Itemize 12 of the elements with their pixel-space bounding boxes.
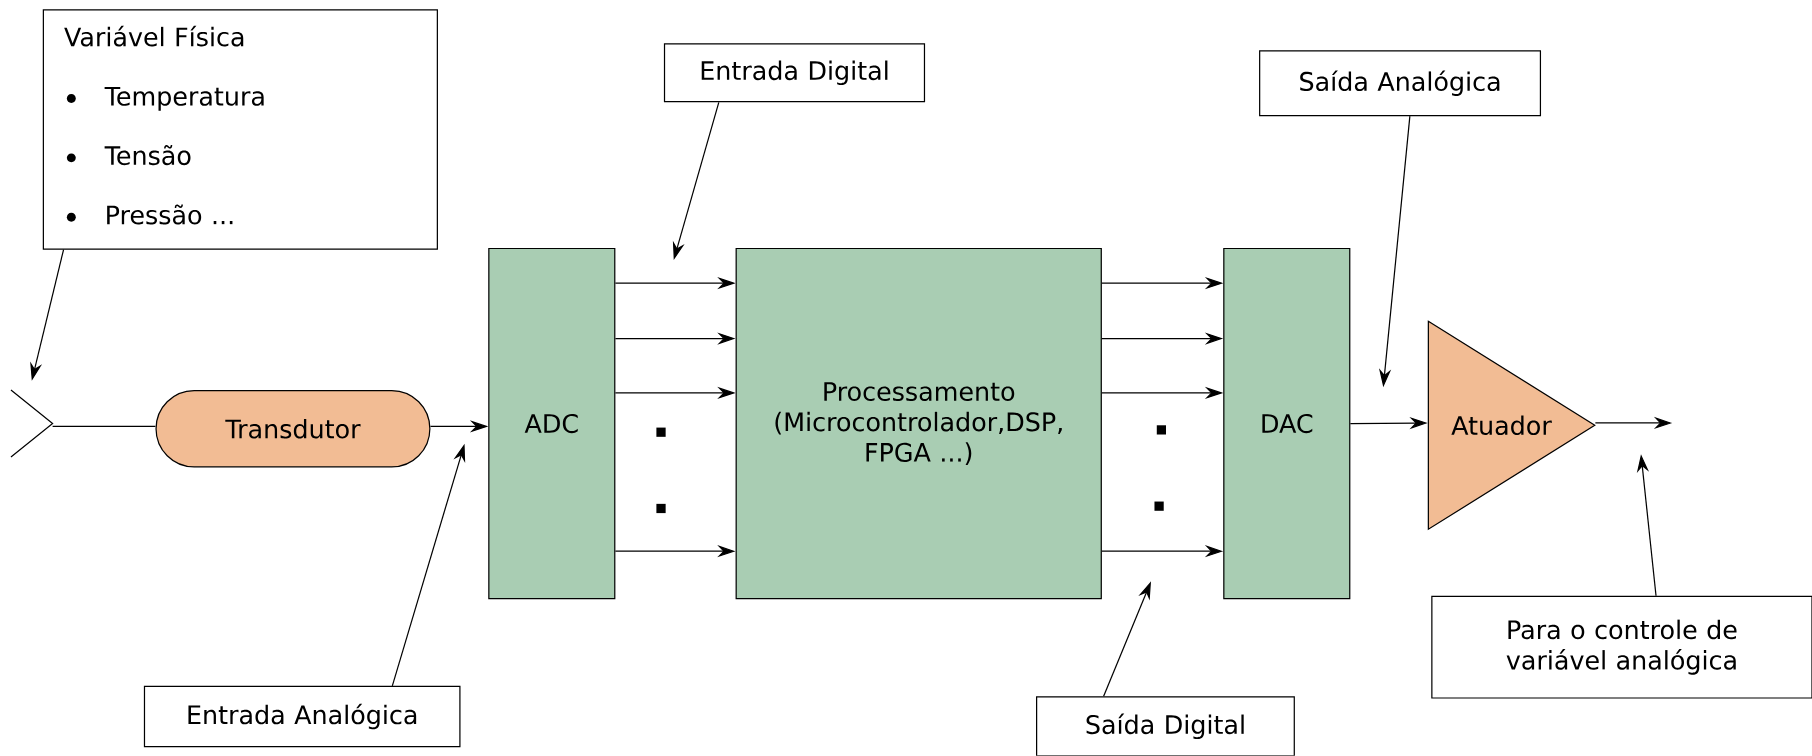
sensor-symbol (10, 389, 54, 458)
process-pill: Transdutor (155, 390, 431, 468)
label-box: Saída Analógica (1259, 50, 1542, 117)
connector-line (52, 425, 157, 428)
converter-block: DAC (1223, 248, 1351, 600)
list-box: Variável Física Temperatura Tensão Pressão ... (42, 9, 438, 250)
label-box: Entrada Digital (663, 43, 926, 103)
label-box: Entrada Analógica (143, 685, 461, 748)
label-box: Saída Digital (1036, 696, 1295, 756)
processor-block: Processamento (Microcontrolador,DSP, FPGA ...) (735, 248, 1102, 600)
converter-block: ADC (488, 248, 616, 600)
label-box: Para o controle de variável analógica (1431, 595, 1812, 699)
